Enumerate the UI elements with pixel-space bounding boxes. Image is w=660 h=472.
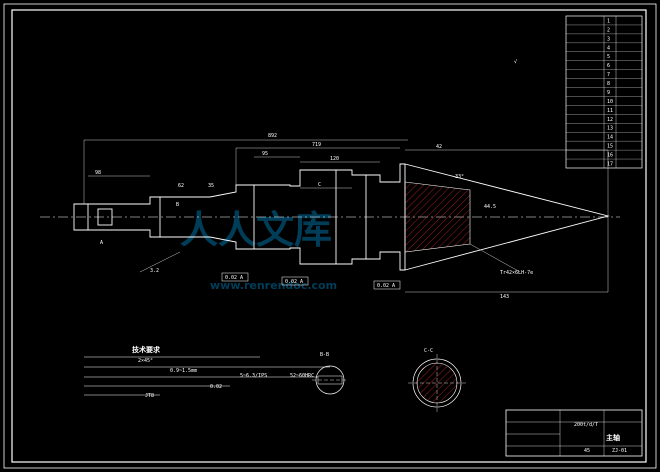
inner-border — [11, 9, 647, 463]
parts-row-no: 9 — [607, 90, 610, 96]
parts-row-no: 12 — [607, 117, 613, 123]
dim-6: 35 — [208, 183, 214, 189]
dim-5: 62 — [178, 183, 184, 189]
tech-heading: 技术要求 — [132, 345, 161, 354]
parts-row-no: 8 — [607, 81, 610, 87]
main-view-labels: 892 719 98 95 120 42 62 35 44.5 143 33° … — [95, 133, 533, 300]
section-c: C-C — [408, 348, 468, 412]
parts-row-no: 2 — [607, 27, 610, 33]
dim-7: 44.5 — [484, 204, 496, 210]
dim-2: 95 — [262, 151, 268, 157]
parts-row-no: 14 — [607, 135, 613, 141]
parts-row-no: 15 — [607, 144, 613, 150]
title-drawing-no: ZJ-01 — [612, 448, 627, 454]
tech-requirements: 技术要求 2×45° 0.9~1.5mm 5~6.3/IPS 52~60HRC … — [84, 345, 330, 399]
thread-note: Tr42×6LH-7e — [500, 270, 533, 276]
title-material: 45 — [584, 448, 590, 454]
parts-row-no: 17 — [607, 162, 613, 168]
tolerance-1: 0.02 A — [225, 275, 243, 281]
hatched-cone — [404, 181, 471, 253]
parts-row-no: 6 — [607, 63, 610, 69]
note-3: 5~6.3/IPS — [240, 373, 267, 379]
sub-length: 719 — [312, 142, 321, 148]
dim-4: 42 — [436, 144, 442, 150]
note-5: 0.02 — [210, 384, 222, 390]
section-b: B-B — [312, 352, 348, 395]
section-mark-c: C — [318, 182, 321, 188]
parts-row-no: 10 — [607, 99, 613, 105]
dim-3: 120 — [330, 156, 339, 162]
parts-row-no: 1 — [607, 18, 610, 24]
parts-row-no: 4 — [607, 45, 610, 51]
parts-row-no: 11 — [607, 108, 613, 114]
section-c-label: C-C — [424, 348, 433, 354]
dim-1: 98 — [95, 170, 101, 176]
tolerance-3: 0.02 A — [377, 283, 395, 289]
note-2: 0.9~1.5mm — [170, 368, 197, 374]
section-b-label: B-B — [320, 352, 329, 358]
parts-row-no: 5 — [607, 54, 610, 60]
datum-a: A — [100, 240, 103, 246]
cone-note: 33° — [455, 174, 464, 180]
title-scale: 200t/d/T — [574, 422, 598, 428]
surface-note: 3.2 — [150, 268, 159, 274]
title-block: 200t/d/T 主轴 45 ZJ-01 — [505, 409, 643, 457]
outer-border — [3, 3, 657, 469]
parts-row-no: 3 — [607, 36, 610, 42]
parts-row-no: 13 — [607, 126, 613, 132]
overall-length: 892 — [268, 133, 277, 139]
title-part-name: 主轴 — [606, 433, 620, 442]
section-mark-b: B — [176, 202, 179, 208]
note-4: 52~60HRC — [290, 373, 314, 379]
watermark: 人人文库 www.renrendoc.com — [180, 208, 337, 292]
parts-row-no: 7 — [607, 72, 610, 78]
roughness-mark: √ — [514, 59, 517, 65]
note-1: 2×45° — [138, 358, 153, 364]
tip-length: 143 — [500, 294, 509, 300]
note-6: JT8 — [145, 393, 154, 399]
watermark-cn: 人人文库 — [180, 208, 332, 252]
watermark-url: www.renrendoc.com — [210, 279, 337, 292]
tolerance-frames: 0.02 A 0.02 A 0.02 A — [221, 272, 401, 290]
parts-row-no: 16 — [607, 153, 613, 159]
tolerance-2: 0.02 A — [285, 279, 303, 285]
